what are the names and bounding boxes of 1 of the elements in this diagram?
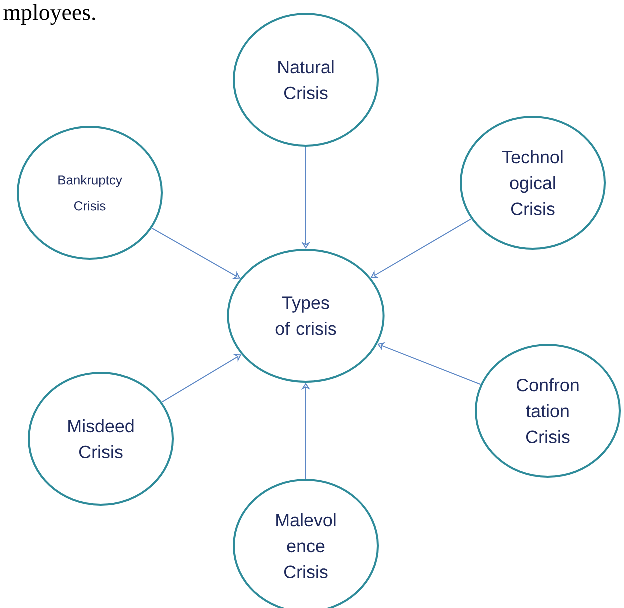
body-text: mployees. (4, 4, 96, 26)
